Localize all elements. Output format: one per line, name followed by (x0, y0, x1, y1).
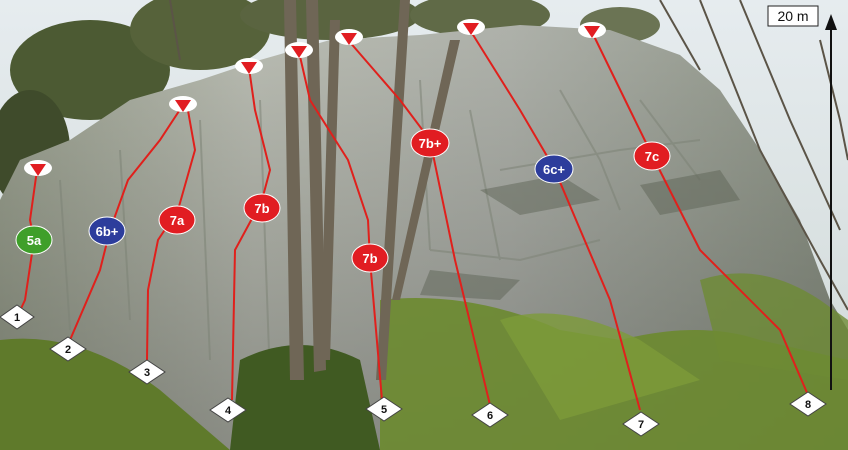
grade-badge-4: 7b (243, 193, 281, 223)
grade-label: 5a (27, 233, 42, 248)
route-number-7: 7 (622, 411, 660, 437)
route-number-label: 5 (381, 404, 387, 416)
route-line-2 (69, 104, 184, 341)
grade-badge-3: 7a (158, 205, 196, 235)
grade-badge-7: 6c+ (534, 154, 574, 184)
route-number-label: 1 (14, 312, 20, 324)
anchor-icon (24, 160, 52, 176)
route-numbers: 1 2 3 4 5 6 7 8 (0, 304, 827, 437)
grade-badge-8: 7c (633, 141, 671, 171)
grade-label: 7b (254, 201, 269, 216)
scale-arrow-icon (825, 14, 837, 30)
route-number-6: 6 (471, 402, 509, 428)
route-line-5 (298, 51, 383, 401)
grade-badge-6: 7b+ (410, 128, 450, 158)
grade-label: 7b+ (419, 136, 442, 151)
route-line-4 (231, 67, 272, 401)
anchor-icon (335, 29, 363, 45)
grade-label: 7b (362, 251, 377, 266)
grade-badge-1: 5a (15, 225, 53, 255)
scale-label-box (767, 5, 819, 27)
route-lines (16, 29, 809, 411)
grade-badge-2: 6b+ (88, 216, 126, 246)
anchor-icon (169, 96, 197, 112)
route-number-1: 1 (0, 304, 35, 330)
grade-label: 7c (645, 149, 659, 164)
route-number-label: 8 (805, 399, 811, 411)
grade-badge-5: 7b (351, 243, 389, 273)
anchor-icon (457, 19, 485, 35)
anchor-icon (235, 58, 263, 74)
bare-branches (169, 0, 848, 311)
route-number-5: 5 (365, 396, 403, 422)
route-number-label: 2 (65, 344, 71, 356)
route-number-4: 4 (209, 397, 247, 423)
anchor-icon (578, 22, 606, 38)
route-number-label: 7 (638, 419, 644, 431)
anchor-icon (285, 42, 313, 58)
grade-label: 7a (170, 213, 185, 228)
route-number-label: 4 (225, 405, 232, 417)
route-number-8: 8 (789, 391, 827, 417)
grade-badges: 5a 6b+ 7a 7b 7b 7b+ 6c+ 7c (15, 128, 671, 273)
route-number-label: 6 (487, 410, 493, 422)
route-number-2: 2 (49, 336, 87, 362)
scale-label: 20 m (777, 8, 808, 24)
route-line-8 (591, 31, 809, 396)
route-number-label: 3 (144, 367, 150, 379)
tree-trunks (284, 0, 460, 380)
grade-label: 6b+ (96, 224, 119, 239)
route-number-3: 3 (128, 359, 166, 385)
grade-label: 6c+ (543, 162, 565, 177)
anchors (24, 19, 606, 176)
scale-bar: 20 m (767, 5, 837, 390)
